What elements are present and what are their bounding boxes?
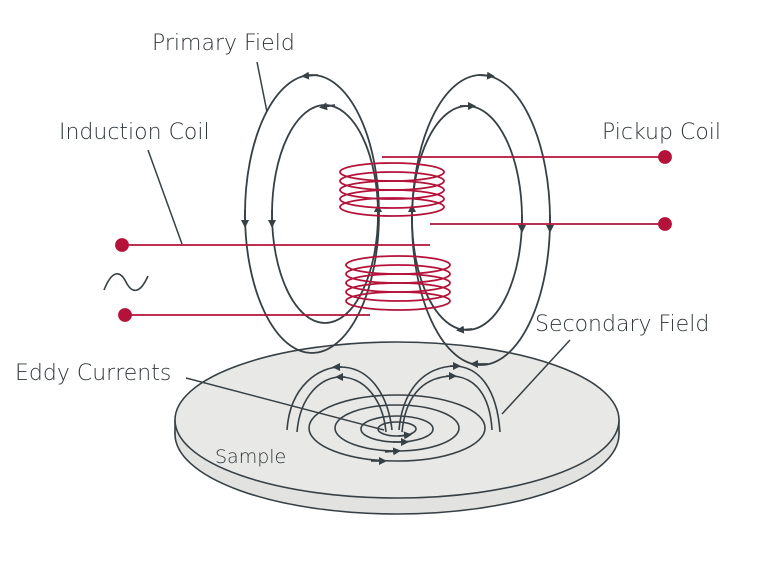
primary-field-lines — [241, 71, 554, 368]
induction-coil — [115, 238, 451, 322]
label-induction-coil: Induction Coil — [59, 120, 210, 145]
induction-terminal — [115, 238, 129, 252]
leader-lines — [147, 61, 571, 431]
label-pickup-coil: Pickup Coil — [602, 120, 722, 145]
secondary-field-lines — [286, 362, 501, 433]
label-eddy-currents: Eddy Currents — [15, 361, 172, 386]
sine-wave-icon — [103, 273, 149, 292]
eddy-current-loops — [308, 394, 486, 465]
induction-terminal — [118, 308, 132, 322]
eddy-loop — [308, 394, 486, 462]
pickup-terminal — [658, 217, 672, 231]
pickup-coil — [339, 150, 672, 231]
label-sample: Sample — [215, 446, 287, 468]
label-secondary-field: Secondary Field — [535, 312, 710, 337]
primary-loop-right-inner — [411, 105, 523, 331]
sample-disk — [174, 341, 620, 515]
label-primary-field: Primary Field — [152, 31, 295, 56]
primary-loop-right-outer — [411, 74, 551, 366]
pickup-terminal — [658, 150, 672, 164]
